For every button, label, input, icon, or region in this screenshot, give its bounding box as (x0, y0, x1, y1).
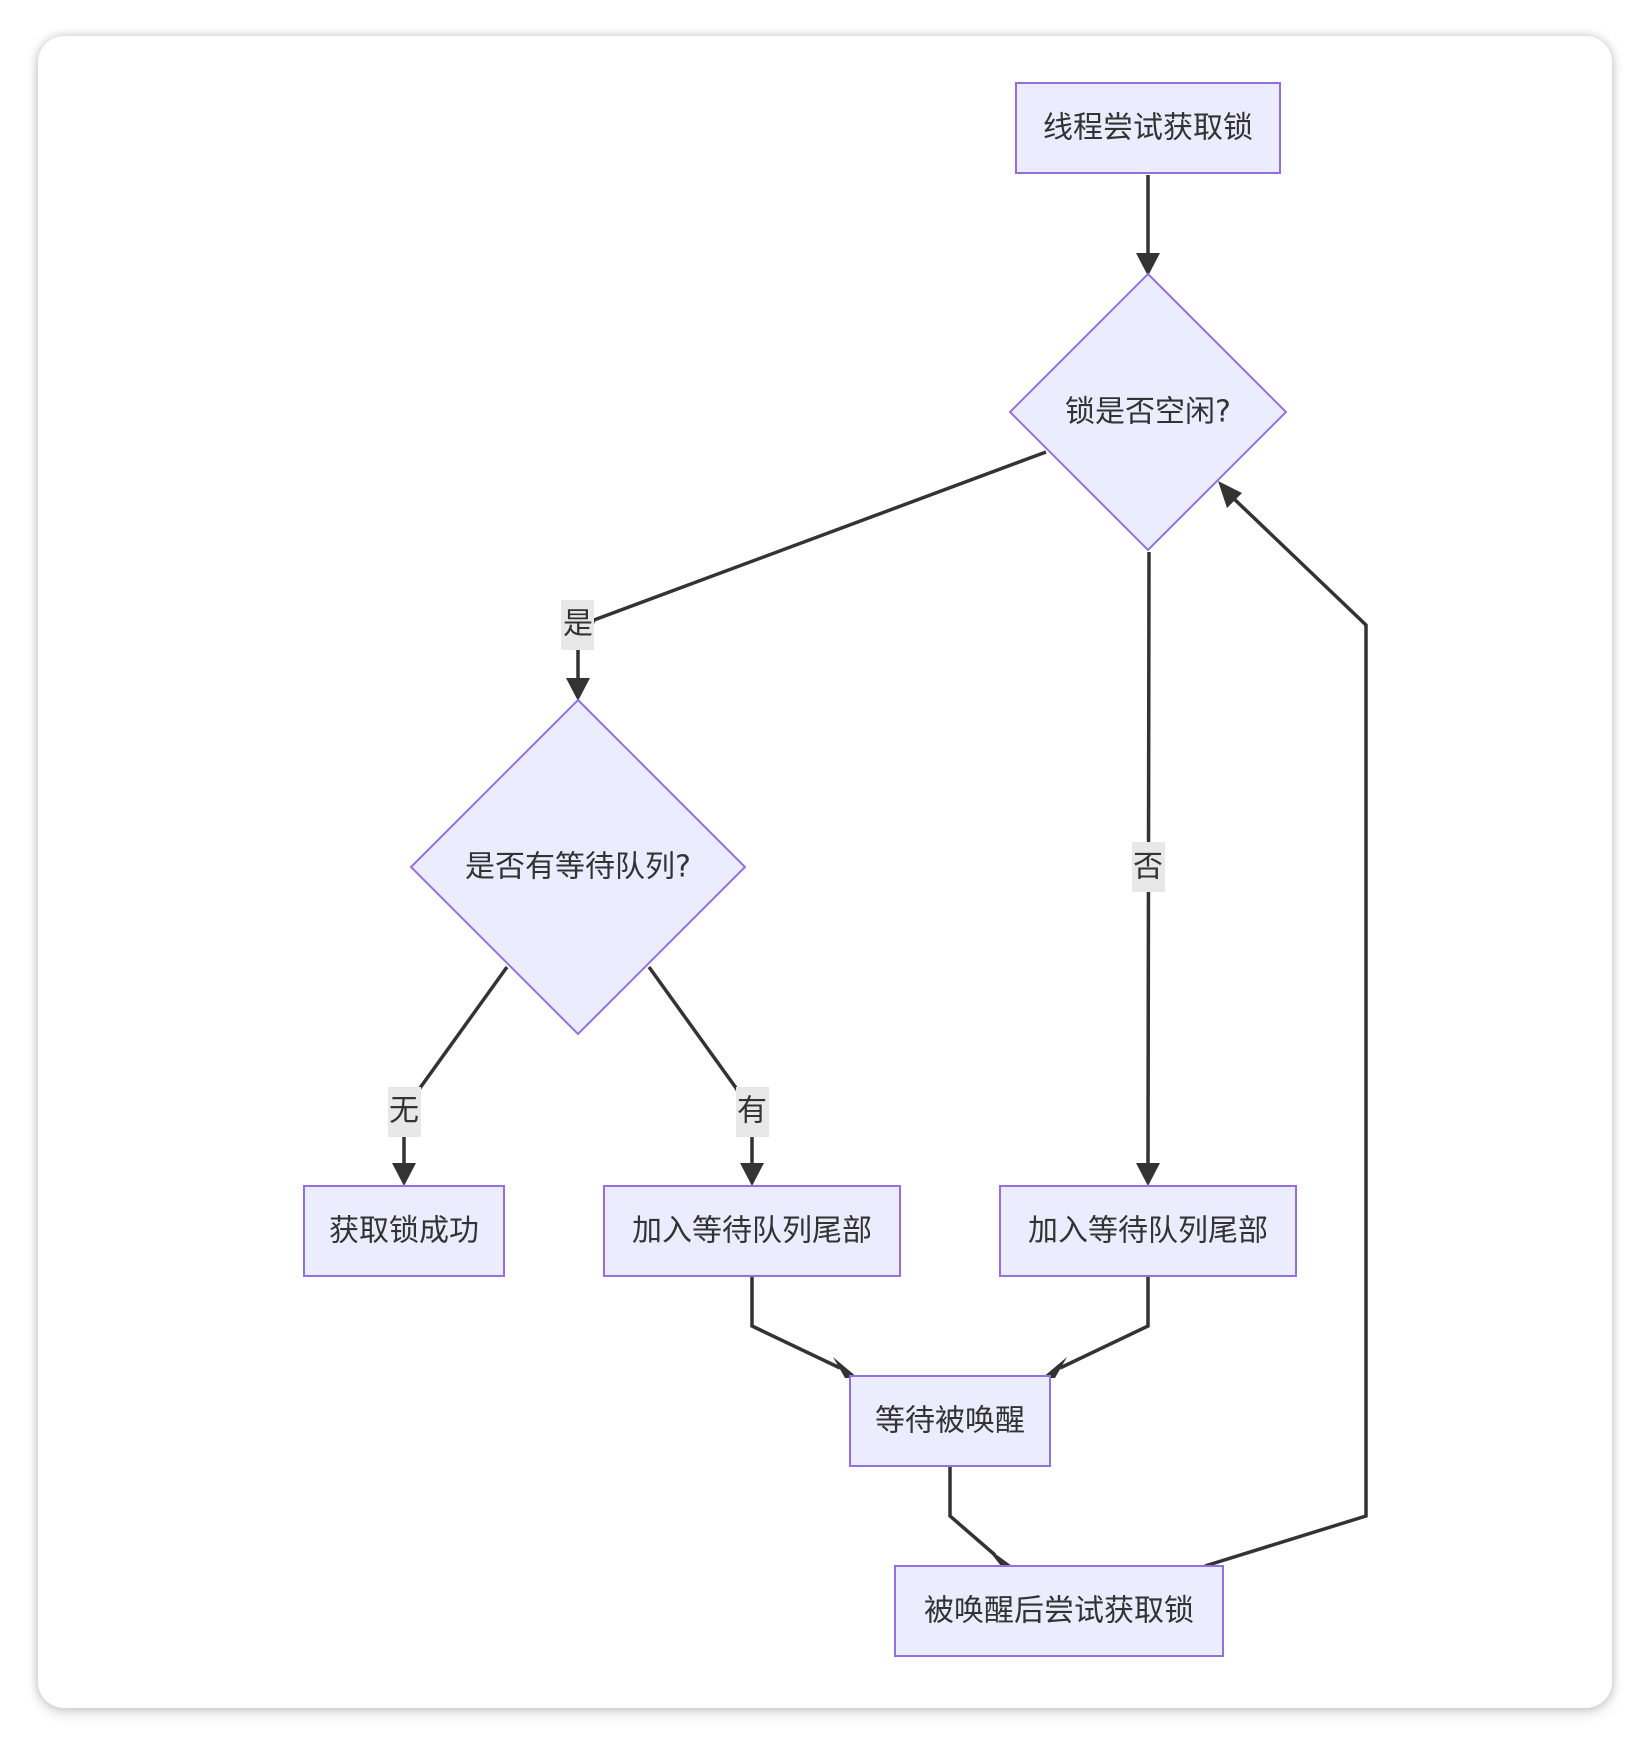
edge-has-queue-has (647, 965, 764, 1186)
edge-label-no: 否 (1132, 842, 1165, 892)
node-start: 线程尝试获取锁 (1015, 82, 1281, 174)
node-acquire-success: 获取锁成功 (303, 1185, 505, 1277)
svg-text:是否有等待队列?: 是否有等待队列? (465, 850, 691, 885)
node-has-queue-decision: 是否有等待队列? (409, 698, 747, 1036)
edge-label-yes: 是 (561, 600, 594, 650)
svg-text:有: 有 (737, 1094, 767, 1129)
edge-enqueue-left-to-wait (750, 1276, 858, 1378)
node-enqueue-left: 加入等待队列尾部 (603, 1185, 901, 1277)
edge-has-queue-none (392, 965, 509, 1186)
edge-wait-to-retry (948, 1466, 1012, 1566)
svg-text:是: 是 (563, 607, 593, 642)
node-retry-after-wakeup: 被唤醒后尝试获取锁 (894, 1565, 1224, 1657)
svg-text:加入等待队列尾部: 加入等待队列尾部 (1028, 1214, 1268, 1249)
edge-label-none: 无 (388, 1087, 421, 1137)
svg-text:否: 否 (1133, 850, 1163, 885)
node-enqueue-right: 加入等待队列尾部 (999, 1185, 1297, 1277)
svg-text:获取锁成功: 获取锁成功 (329, 1214, 479, 1249)
node-lock-free-decision: 锁是否空闲? (1008, 272, 1288, 552)
svg-text:无: 无 (389, 1094, 419, 1129)
edge-lock-free-yes (566, 450, 1047, 701)
svg-text:被唤醒后尝试获取锁: 被唤醒后尝试获取锁 (924, 1594, 1194, 1629)
svg-text:等待被唤醒: 等待被唤醒 (875, 1404, 1025, 1439)
svg-text:锁是否空闲?: 锁是否空闲? (1065, 395, 1231, 430)
edge-label-has: 有 (736, 1087, 769, 1137)
edge-retry-to-lock-free (1204, 481, 1368, 1568)
node-wait-wakeup: 等待被唤醒 (849, 1375, 1051, 1467)
edge-start-to-lock-free (1136, 175, 1160, 276)
svg-text:加入等待队列尾部: 加入等待队列尾部 (632, 1214, 872, 1249)
diagram-card (38, 36, 1612, 1708)
edge-enqueue-right-to-wait (1042, 1276, 1150, 1378)
svg-text:线程尝试获取锁: 线程尝试获取锁 (1043, 111, 1253, 146)
